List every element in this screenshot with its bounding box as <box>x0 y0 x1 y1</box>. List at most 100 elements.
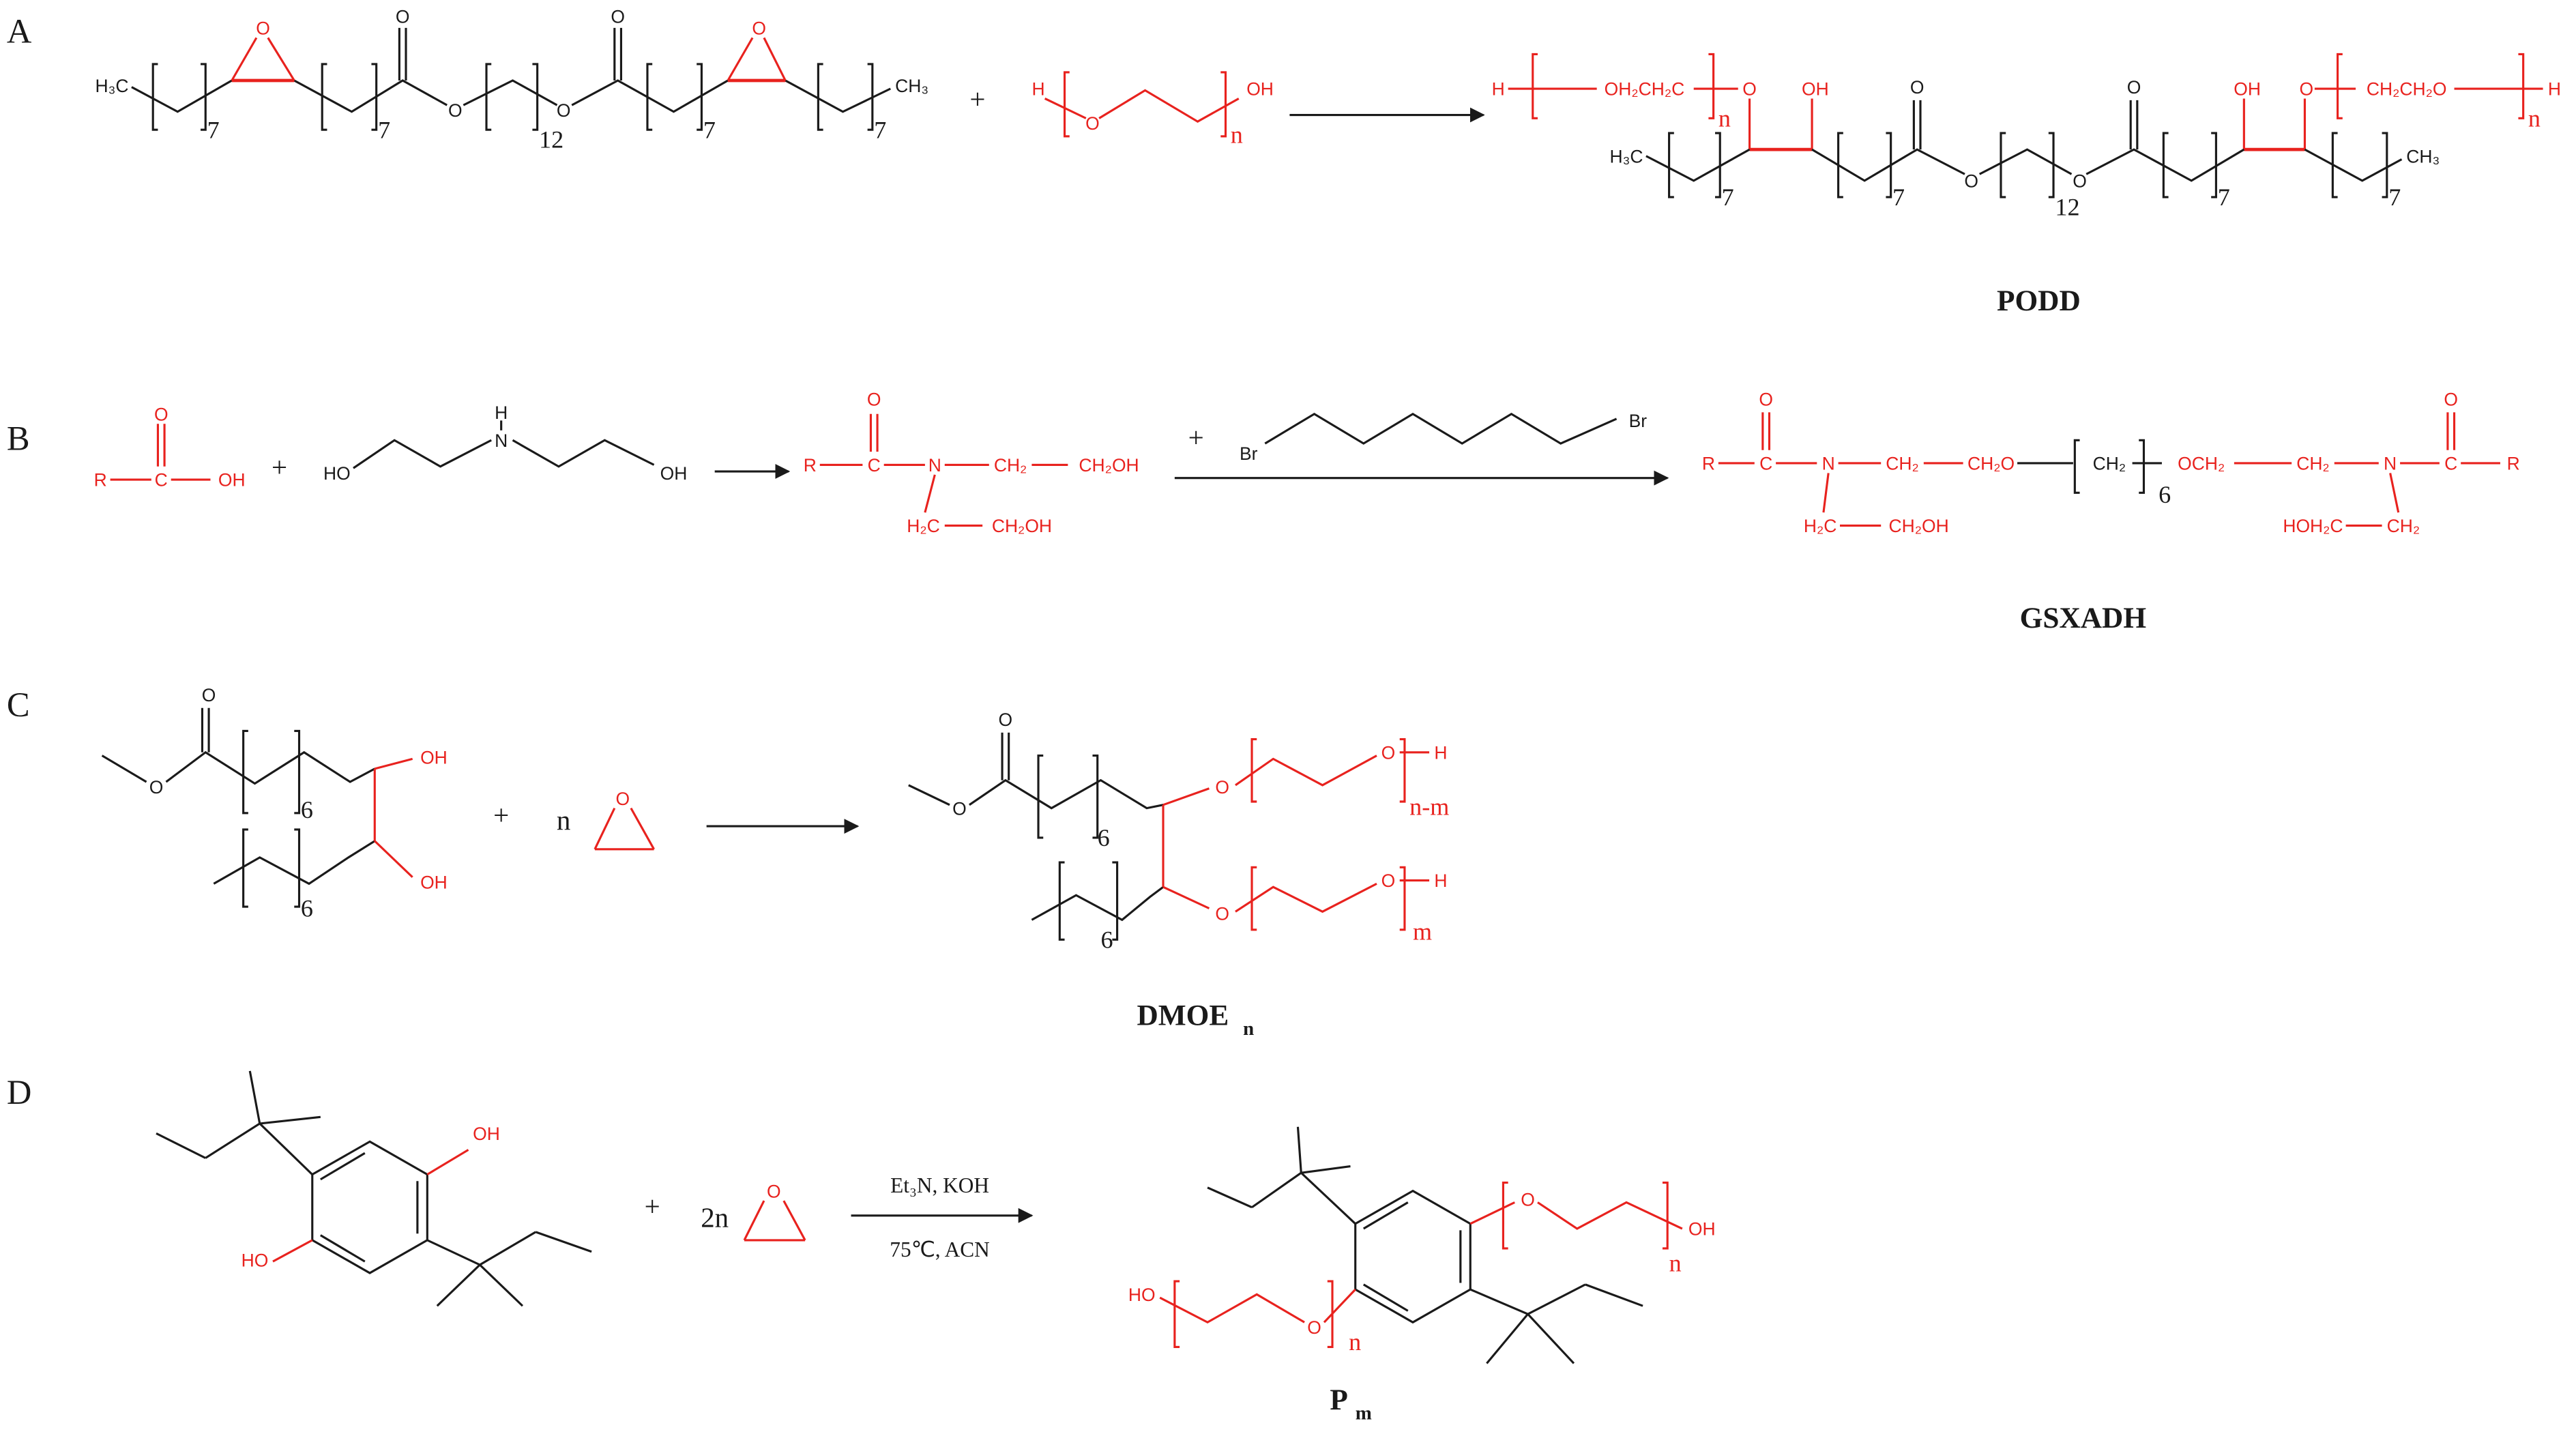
stoichiometric-coefficient: n <box>557 805 570 836</box>
reaction-arrow-with-conditions: Et₃N, KOH 75℃, ACN <box>851 1173 1034 1261</box>
repeat-subscript: 6 <box>1101 926 1113 953</box>
atom-ether-o: O <box>1742 79 1757 100</box>
atom-o: O <box>767 1181 781 1201</box>
atom-carbonyl-o: O <box>2127 77 2141 98</box>
atom-epoxide-o: O <box>752 18 766 39</box>
peg-unit: CH₂CH₂O <box>2367 79 2447 100</box>
bond-lines <box>131 27 891 131</box>
group-ch2: CH₂ <box>994 455 1027 475</box>
repeat-subscript-n: n <box>2528 104 2541 132</box>
atom-ho: HO <box>323 463 351 484</box>
atom-oh: OH <box>1246 79 1274 100</box>
panel-label-d: D <box>7 1073 32 1111</box>
atom-n: N <box>2384 454 2397 474</box>
atom-o: O <box>1759 390 1773 410</box>
repeat-subscript: 6 <box>1098 824 1110 851</box>
conditions-label: 75℃, ACN <box>890 1238 989 1261</box>
atom-ester-o: O <box>2073 171 2087 191</box>
epoxidized-diester-reactant: H₃C O O O O O O CH₃ 7 7 12 7 7 <box>96 7 929 153</box>
atom-c: C <box>155 470 168 491</box>
atom-ester-o: O <box>557 100 571 121</box>
group-ch2oh: CH₂OH <box>1888 516 1948 536</box>
group-ch2: CH₂ <box>2387 516 2420 536</box>
atom-o: O <box>1307 1317 1321 1338</box>
amide-intermediate: R C O N CH₂ CH₂OH H₂C CH₂OH <box>804 390 1139 536</box>
dibromohexane-reactant: Br Br <box>1240 411 1647 464</box>
repeat-subscript-n-minus-m: n-m <box>1409 793 1449 820</box>
atom-h: H <box>1492 79 1505 100</box>
group-ch2oh: CH₂OH <box>1079 455 1139 475</box>
plus-sign: + <box>645 1191 660 1222</box>
repeat-subscript: 12 <box>539 126 564 153</box>
repeat-subscript-n: n <box>1349 1328 1361 1356</box>
atom-carbonyl-o: O <box>1910 77 1924 98</box>
atom-h3c: H₃C <box>1609 146 1643 166</box>
atom-o: O <box>2444 390 2458 410</box>
repeat-subscript-n: n <box>1718 104 1731 132</box>
carboxylic-acid-reactant: R C O OH <box>94 404 246 490</box>
atom-n: N <box>928 455 941 475</box>
group-ch2: CH₂ <box>1886 454 1919 474</box>
compound-name-subscript: m <box>1356 1402 1372 1424</box>
reagents-label: Et₃N, KOH <box>890 1173 989 1197</box>
plus-sign: + <box>969 84 985 115</box>
atom-o: O <box>1521 1189 1535 1210</box>
repeat-subscript: 7 <box>703 116 716 143</box>
group-och2: OCH₂ <box>2178 454 2225 474</box>
diethanolamine-reactant: HO N H OH <box>323 403 687 484</box>
atom-ch3: CH₃ <box>2406 146 2440 166</box>
atom-carbonyl-o: O <box>999 709 1013 730</box>
atom-h: H <box>1031 79 1044 100</box>
peg-reactant: H O OH n <box>1031 71 1274 148</box>
group-ch2oh: CH₂OH <box>992 516 1052 536</box>
atom-ho: HO <box>241 1250 269 1270</box>
compound-name-subscript: n <box>1243 1018 1254 1040</box>
atom-r: R <box>94 470 107 491</box>
compound-name-gsxadh: GSXADH <box>2020 602 2146 634</box>
atom-c: C <box>868 455 881 475</box>
atom-o: O <box>1085 113 1100 134</box>
repeat-subscript: 6 <box>301 895 313 922</box>
podd-product: H OH₂CH₂C n O OH O O OH O CH₂CH₂O n H H₃… <box>1492 53 2561 317</box>
atom-ester-o: O <box>149 777 164 798</box>
group-h2c: H₂C <box>907 516 940 536</box>
atom-r: R <box>804 455 817 475</box>
dmoe-product: O O 6 6 O O H n-m O O H m DMOE n <box>908 709 1449 1040</box>
group-ch2: CH₂ <box>2093 454 2126 474</box>
atom-h3c: H₃C <box>96 76 129 96</box>
repeat-subscript-n: n <box>1231 121 1243 148</box>
atom-oh: OH <box>218 470 246 491</box>
plus-sign: + <box>1188 422 1204 453</box>
compound-name-podd: PODD <box>1997 284 2081 317</box>
atom-h: H <box>1434 870 1447 891</box>
plus-sign: + <box>272 452 287 482</box>
panel-label-a: A <box>7 12 32 50</box>
atom-r: R <box>1702 454 1715 474</box>
panel-d: D OH HO + 2n O Et₃N, KOH 75℃, ACN <box>7 1070 1716 1424</box>
atom-r: R <box>2507 454 2520 474</box>
di-tert-amylhydroquinone-reactant: OH HO <box>156 1070 592 1307</box>
atom-h: H <box>1434 742 1447 763</box>
repeat-subscript: 7 <box>1722 184 1734 211</box>
group-ch2o: CH₂O <box>1967 454 2015 474</box>
repeat-subscript: 7 <box>2218 184 2230 211</box>
bond-lines <box>1508 53 2543 199</box>
atom-ether-o: O <box>2300 79 2314 100</box>
atom-o: O <box>1381 742 1396 763</box>
pm-product: O OH n HO O n P m <box>1128 1126 1716 1424</box>
atom-h: H <box>495 403 508 423</box>
atom-ho: HO <box>1128 1285 1156 1305</box>
atom-br: Br <box>1240 443 1258 464</box>
atom-n: N <box>1822 454 1835 474</box>
repeat-subscript: 6 <box>301 796 313 823</box>
plus-sign: + <box>493 800 509 831</box>
atom-oh: OH <box>2234 79 2261 100</box>
compound-name-p: P <box>1330 1384 1347 1416</box>
atom-o: O <box>616 789 630 809</box>
atom-carbonyl-o: O <box>396 7 410 27</box>
repeat-subscript: 12 <box>2055 193 2079 220</box>
atom-ester-o: O <box>1964 171 1978 191</box>
panel-a: A H₃C O O O O O O CH₃ 7 7 <box>7 7 2561 317</box>
atom-oh: OH <box>420 873 448 893</box>
